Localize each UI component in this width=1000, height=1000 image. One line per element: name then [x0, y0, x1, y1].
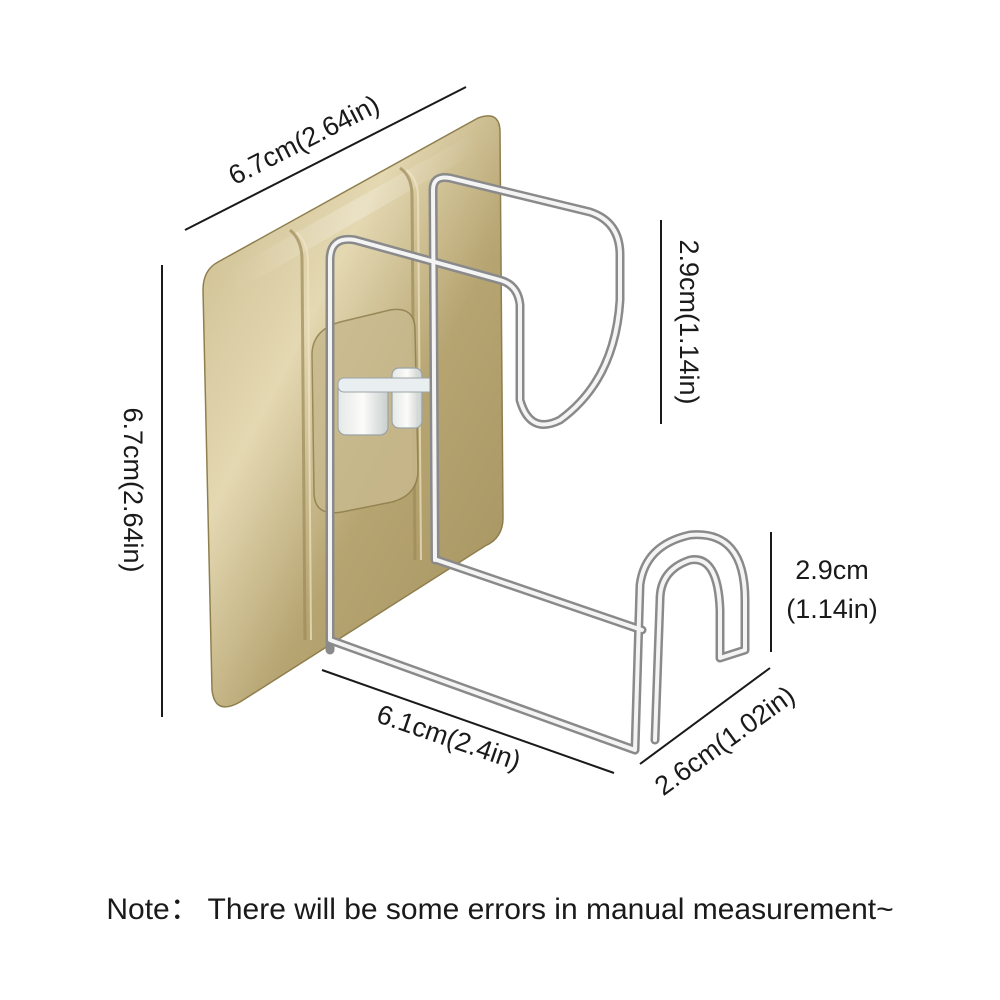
bottom-length-line — [321, 669, 615, 774]
wire-rack — [325, 173, 750, 755]
hook-depth-line — [639, 667, 771, 765]
lower-hook-height-cm-label: 2.9cm — [795, 555, 869, 585]
transparent-clip — [311, 308, 439, 514]
lower-hook-height-in-label: (1.14in) — [786, 594, 878, 624]
dimension-lines — [161, 86, 772, 774]
measurement-note: Note： There will be some errors in manua… — [106, 893, 894, 926]
bottom-length-label: 6.1cm(2.4in) — [373, 699, 525, 776]
left-height-label: 6.7cm(2.64in) — [118, 407, 148, 572]
top-width-line — [184, 86, 467, 231]
upper-hook-height-label: 2.9cm(1.14in) — [674, 239, 704, 404]
